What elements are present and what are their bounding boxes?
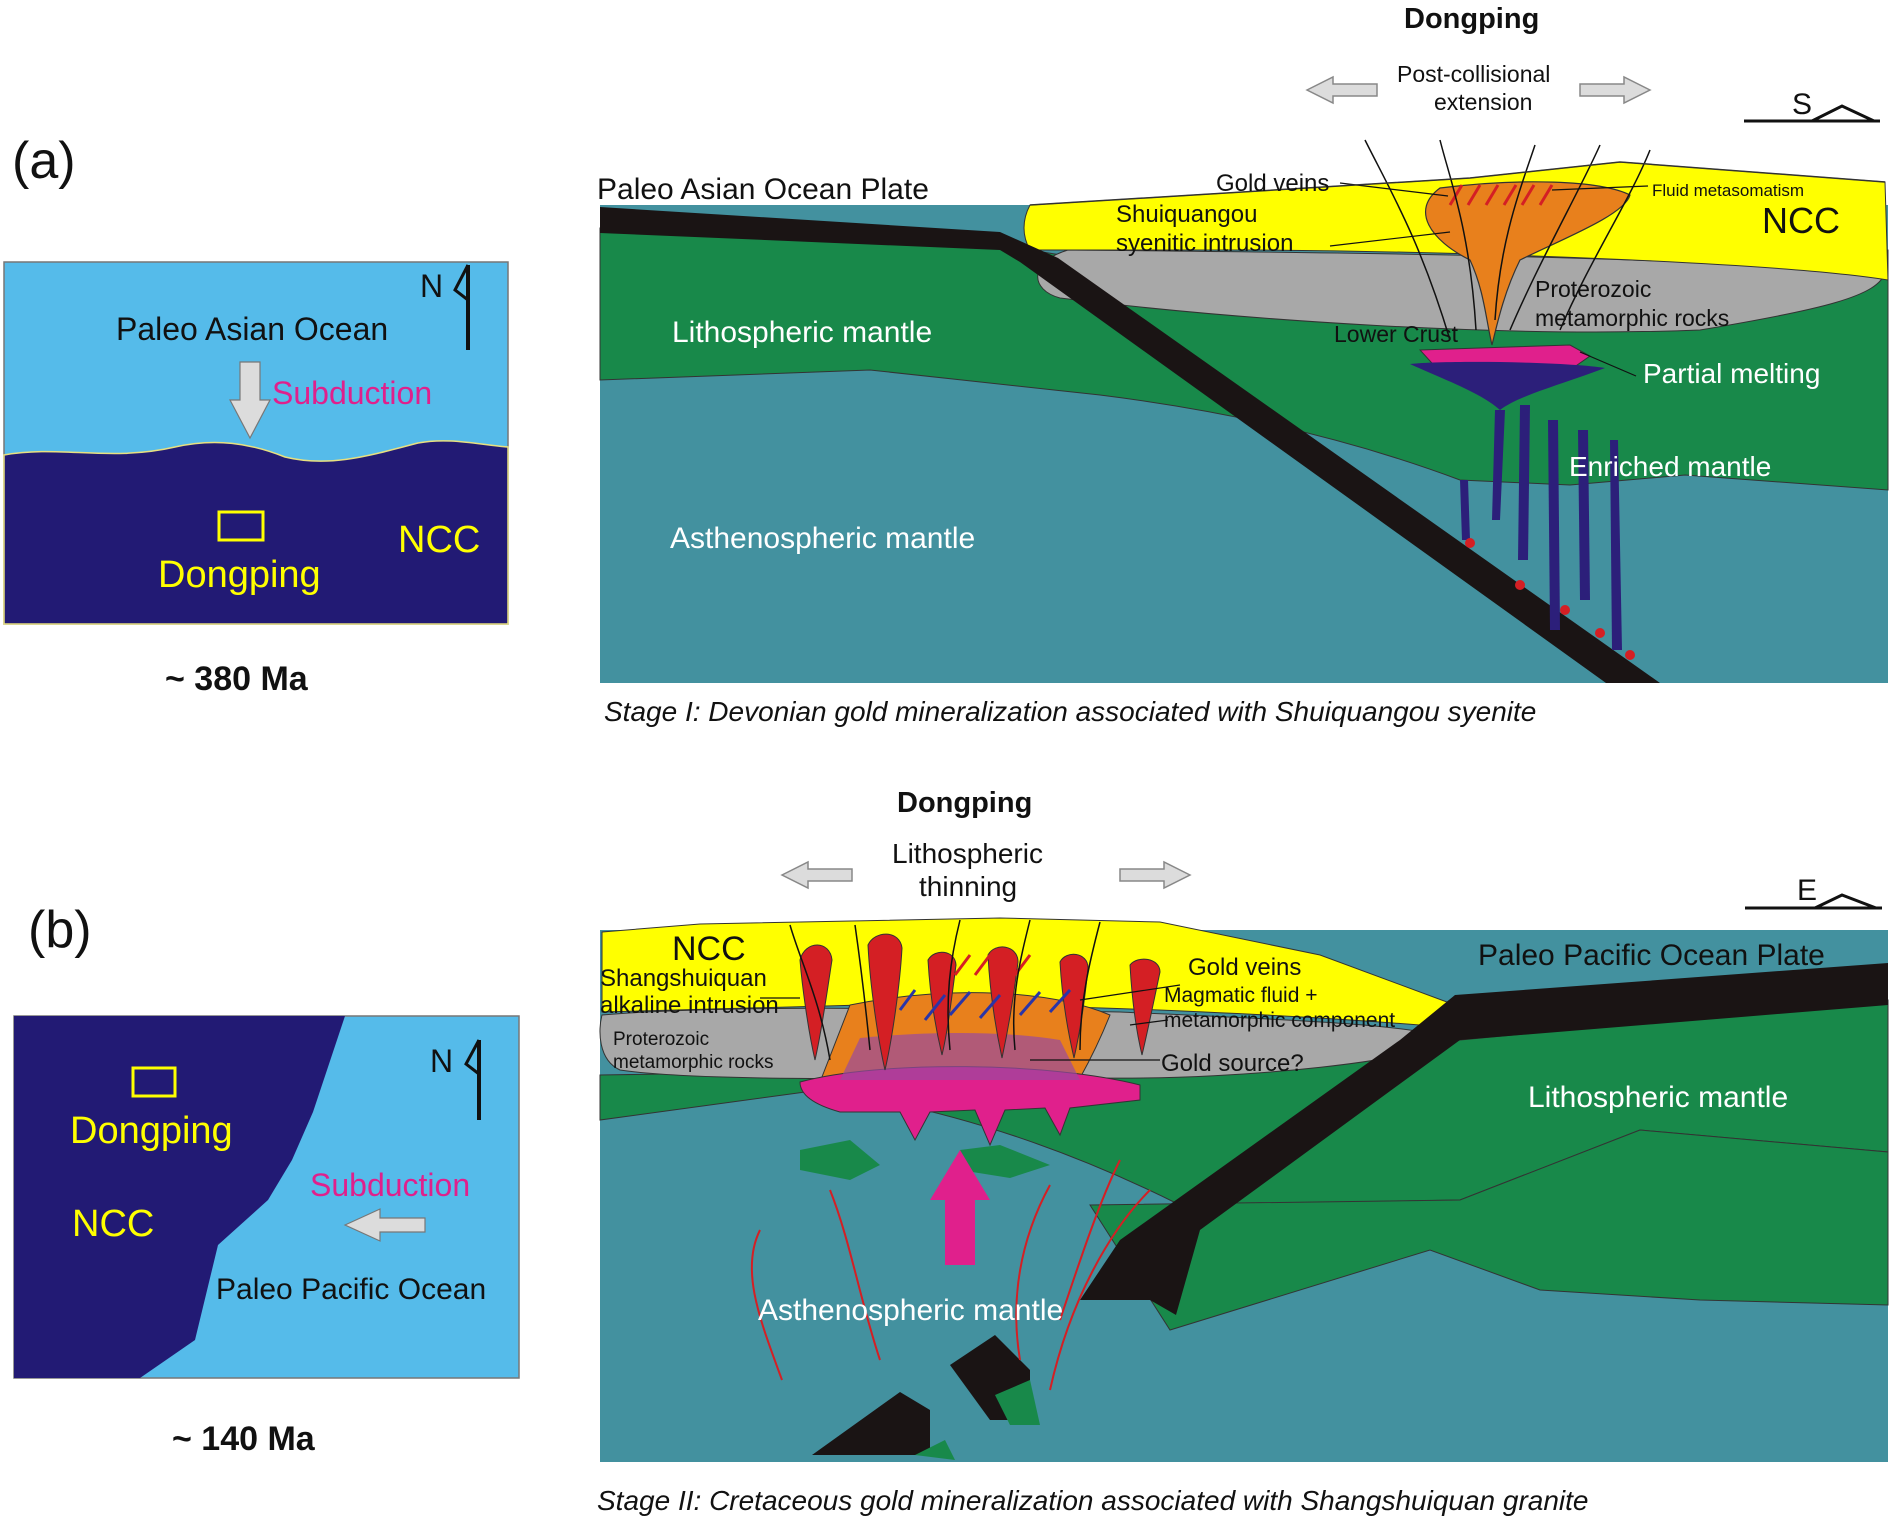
inset-map-a: N Paleo Asian Ocean Subduction NCC Dongp… xyxy=(3,261,509,625)
section-b-green-fragment xyxy=(995,1380,1040,1425)
inset-a-north-label: N xyxy=(420,268,443,304)
section-b-gold-veins-label: Gold veins xyxy=(1188,954,1301,981)
inset-a-subduction-arrow xyxy=(229,361,271,440)
inset-a-craton xyxy=(3,440,509,625)
inset-b-north-arrow xyxy=(464,1039,481,1120)
section-b-intrusion-label-2: alkaline intrusion xyxy=(600,992,779,1019)
section-a-lith-mantle-label: Lithospheric mantle xyxy=(672,316,932,349)
section-a-gold-veins-label: Gold veins xyxy=(1216,170,1329,197)
section-a-arrow-right xyxy=(1579,76,1651,104)
section-a-caption: Stage I: Devonian gold mineralization as… xyxy=(604,696,1536,727)
section-a-compass xyxy=(1744,104,1880,123)
section-a-plate-label: Paleo Asian Ocean Plate xyxy=(597,173,929,206)
section-b-lith-mantle-label: Lithospheric mantle xyxy=(1528,1081,1788,1114)
inset-a-ocean-label: Paleo Asian Ocean xyxy=(116,311,388,347)
section-a-extension-1: Post-collisional xyxy=(1397,61,1550,87)
section-a-faults xyxy=(1364,139,1651,341)
section-b-metamorphic-label-2: metamorphic rocks xyxy=(613,1052,774,1073)
section-b-magmatic-label-2: metamorphic component xyxy=(1164,1009,1395,1032)
panel-b-label: (b) xyxy=(28,901,92,959)
section-b-metamorphic-label-1: Proterozoic xyxy=(613,1029,709,1050)
section-b-mantle-blob-2 xyxy=(960,1145,1050,1178)
section-a-arrow-left xyxy=(1306,76,1378,104)
section-a-enriched-melt xyxy=(1410,361,1605,410)
section-a-enriched-label: Enriched mantle xyxy=(1569,451,1771,482)
section-a-extension-2: extension xyxy=(1434,89,1532,115)
section-b-gold-source-label: Gold source? xyxy=(1161,1050,1304,1077)
section-a-surface xyxy=(1029,161,1886,206)
section-a-fluid-label: Fluid metasomatism xyxy=(1652,181,1804,200)
inset-b-dongping-box xyxy=(131,1066,177,1098)
section-a-title: Dongping xyxy=(1404,3,1539,35)
inset-a-dongping-box xyxy=(217,510,265,542)
section-b-craton-label: NCC xyxy=(672,930,746,968)
section-b-plate-label: Paleo Pacific Ocean Plate xyxy=(1478,939,1825,972)
section-a-lower-crust-label: Lower Crust xyxy=(1334,321,1459,347)
section-b-arrow-left xyxy=(781,861,853,889)
section-a-metamorphic-label-1: Proterozoic xyxy=(1535,276,1651,302)
inset-b-craton-label: NCC xyxy=(72,1203,154,1245)
section-b-faults xyxy=(789,919,1101,1061)
section-a-gold-veins xyxy=(1448,184,1554,206)
section-a-dikes xyxy=(1460,405,1622,650)
inset-map-b: N Subduction Paleo Pacific Ocean NCC Don… xyxy=(13,1015,520,1379)
inset-b-age: ~ 140 Ma xyxy=(172,1420,316,1458)
section-b-leaders xyxy=(760,984,1181,1061)
section-a-leaders xyxy=(1329,182,1649,377)
inset-b-subduction-arrow xyxy=(343,1208,426,1242)
section-b-arrow-right xyxy=(1119,861,1191,889)
section-b-thinning-2: thinning xyxy=(919,871,1017,902)
section-b-slab xyxy=(1080,963,1888,1315)
section-a-craton-label: NCC xyxy=(1762,200,1840,241)
inset-b-north-label: N xyxy=(430,1043,453,1079)
inset-a-locality-label: Dongping xyxy=(158,554,321,596)
section-b-blue-veins xyxy=(898,988,1072,1021)
inset-b-ocean-label: Paleo Pacific Ocean xyxy=(216,1273,486,1306)
inset-a-subduction-label: Subduction xyxy=(272,375,432,411)
section-a-intrusion-label-1: Shuiquangou xyxy=(1116,201,1257,228)
section-b-green-fragment-2 xyxy=(915,1440,955,1460)
section-b-caption: Stage II: Cretaceous gold mineralization… xyxy=(597,1485,1589,1516)
section-b-mantle-blob-1 xyxy=(800,1140,880,1180)
section-b-slab-fragment-1 xyxy=(812,1392,930,1455)
cross-section-a xyxy=(599,139,1889,683)
section-a-intrusion xyxy=(1425,181,1631,346)
cross-section-b xyxy=(599,917,1889,1462)
section-b-magmatic-label-1: Magmatic fluid + xyxy=(1164,984,1317,1007)
inset-a-north-arrow xyxy=(453,264,470,350)
section-a-astheno-label: Asthenospheric mantle xyxy=(670,522,975,555)
section-b-intrusion-label-1: Shangshuiquan xyxy=(600,965,767,992)
section-b-mixing-zone xyxy=(840,1033,1080,1080)
section-b-thinning-1: Lithospheric xyxy=(892,838,1043,869)
section-b-flow-arrows xyxy=(750,1159,1151,1391)
inset-a-craton-label: NCC xyxy=(398,519,480,561)
section-a-red-blebs xyxy=(1465,538,1635,660)
section-b-astheno-label: Asthenospheric mantle xyxy=(758,1294,1063,1327)
section-b-compass xyxy=(1745,893,1882,910)
panel-a-label: (a) xyxy=(12,132,76,190)
section-b-upwelling-arrow xyxy=(930,1150,990,1265)
section-b-compass-label: E xyxy=(1797,874,1817,907)
section-b-lower-plate xyxy=(1089,1129,1889,1331)
section-a-slab xyxy=(600,207,1660,683)
inset-b-locality-label: Dongping xyxy=(70,1110,233,1152)
section-a-intrusion-label-2: syenitic intrusion xyxy=(1116,230,1293,257)
section-a-compass-label: S xyxy=(1792,88,1812,121)
inset-a-age: ~ 380 Ma xyxy=(165,660,309,698)
section-b-gold-veins xyxy=(933,954,1032,976)
inset-b-craton xyxy=(14,1016,345,1378)
inset-b-subduction-label: Subduction xyxy=(310,1167,470,1203)
section-a-partial-melting-label: Partial melting xyxy=(1643,358,1820,389)
section-a-metamorphic-label-2: metamorphic rocks xyxy=(1535,305,1729,331)
section-b-title: Dongping xyxy=(897,787,1032,819)
